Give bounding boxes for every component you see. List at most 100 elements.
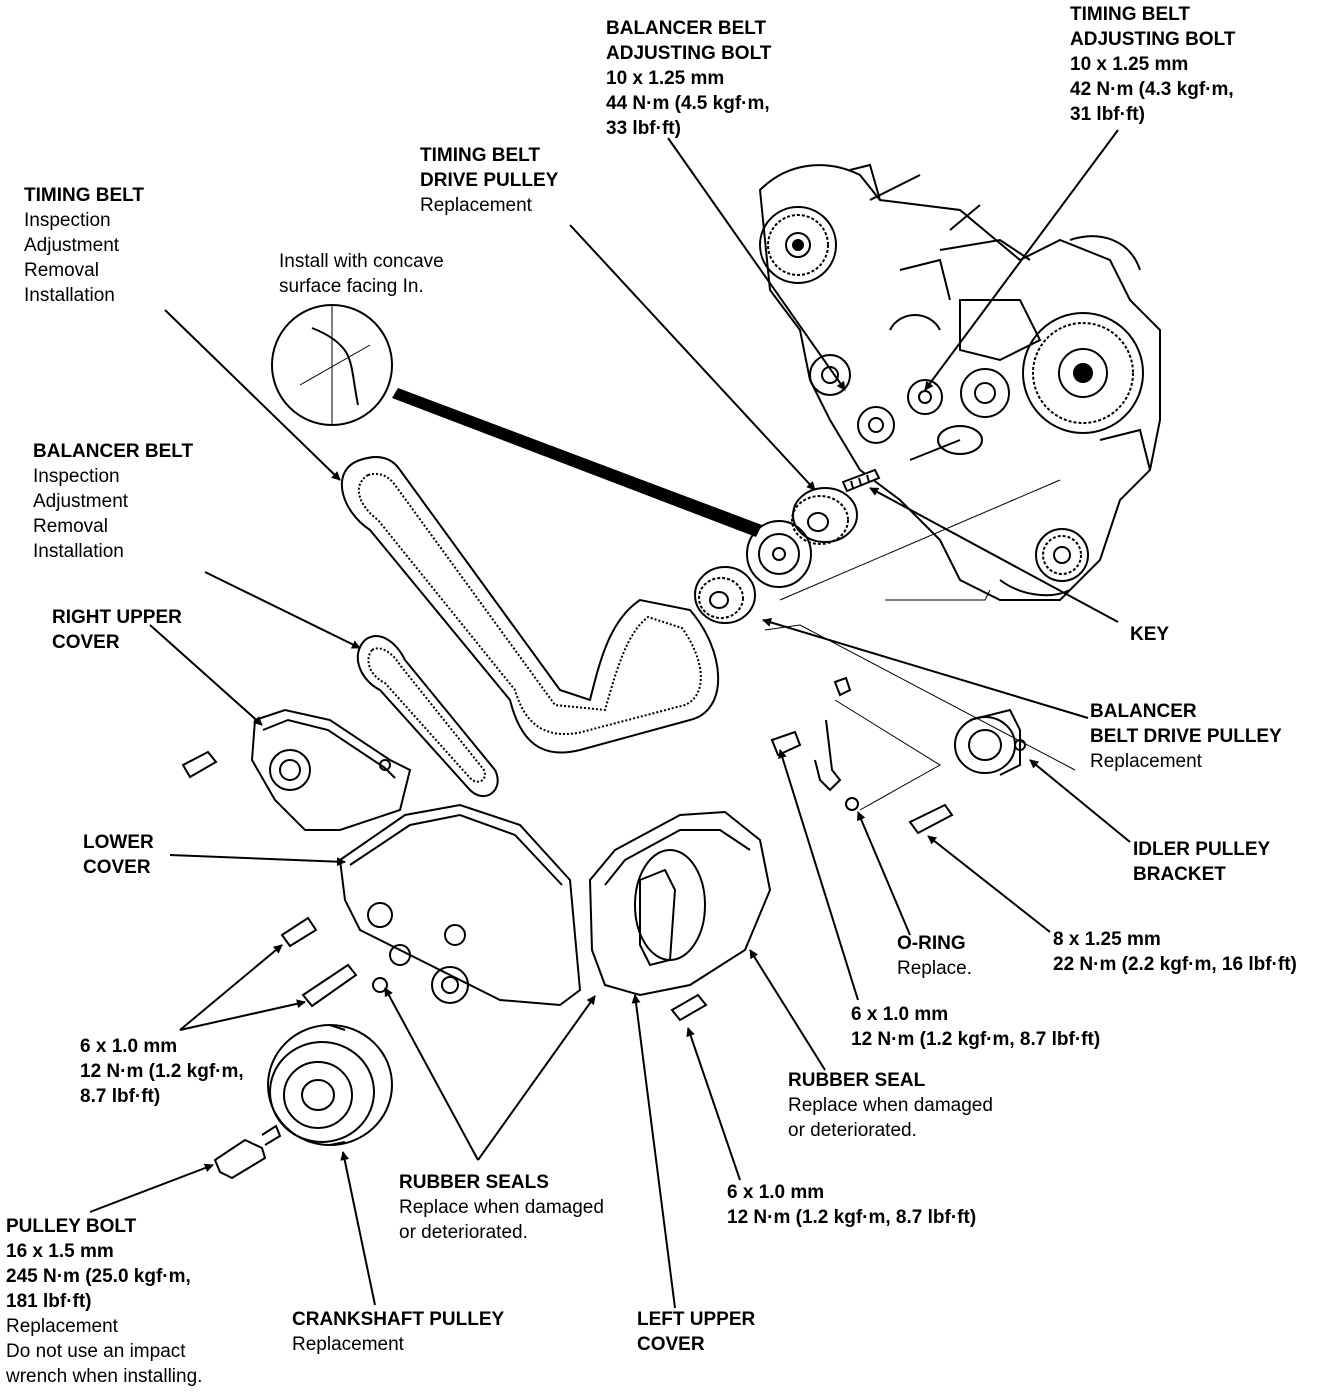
label-title: TIMING BELT (24, 185, 144, 206)
label-spec: 33 lbf·ft) (606, 118, 681, 139)
crankshaft-pulley-part (268, 1025, 392, 1145)
label-note: Replace when damaged (788, 1095, 993, 1116)
concave-inset (272, 305, 762, 537)
adjuster-assembly (772, 678, 858, 810)
label-note: Adjustment (33, 491, 129, 512)
left-upper-cover-part (590, 812, 770, 995)
o-ring-label: O-RING Replace. (897, 931, 972, 981)
timing-belt-adjusting-bolt-label: TIMING BELT ADJUSTING BOLT 10 x 1.25 mm … (1070, 2, 1235, 127)
idler-pulley-bracket-label: IDLER PULLEY BRACKET (1133, 837, 1270, 887)
label-note: Installation (33, 541, 124, 562)
lower-cover-bolts-spec-label: 6 x 1.0 mm 12 N·m (1.2 kgf·m, 8.7 lbf·ft… (80, 1034, 244, 1109)
label-title: TIMING BELT (1070, 4, 1190, 25)
label-title: ADJUSTING BOLT (606, 43, 772, 64)
label-spec: 10 x 1.25 mm (606, 68, 725, 89)
label-note: Installation (24, 285, 115, 306)
idler-pulley-bracket-part (955, 710, 1025, 775)
balancer-pulley-upper (760, 207, 836, 283)
lower-cover-bolts (282, 918, 387, 1006)
label-title: LEFT UPPER (637, 1309, 756, 1330)
label-title: BALANCER (1090, 701, 1197, 722)
label-note: Install with concave (279, 251, 444, 272)
right-upper-cover-part (252, 710, 410, 830)
label-spec: 31 lbf·ft) (1070, 104, 1145, 125)
left-upper-cover-label: LEFT UPPER COVER (637, 1307, 755, 1357)
label-title: RUBBER SEAL (788, 1070, 926, 1091)
lower-cover-part (340, 805, 580, 1005)
label-title: COVER (83, 857, 151, 878)
label-spec: 6 x 1.0 mm (851, 1004, 949, 1025)
label-title: PULLEY BOLT (6, 1216, 137, 1237)
label-title: CRANKSHAFT PULLEY (292, 1309, 505, 1330)
label-note: Do not use an impact (6, 1341, 186, 1362)
right-upper-cover-label: RIGHT UPPER COVER (52, 605, 182, 655)
key-part (843, 470, 879, 491)
label-title: BALANCER BELT (606, 18, 767, 39)
label-note: or deteriorated. (399, 1222, 528, 1243)
label-spec: 16 x 1.5 mm (6, 1241, 114, 1262)
label-spec: 8 x 1.25 mm (1053, 929, 1161, 950)
label-note: Replacement (1090, 751, 1202, 772)
label-title: LOWER (83, 832, 154, 853)
label-note: surface facing In. (279, 276, 424, 297)
label-title: DRIVE PULLEY (420, 170, 559, 191)
label-note: Removal (33, 516, 108, 537)
balancer-belt-drive-pulley-label: BALANCER BELT DRIVE PULLEY Replacement (1090, 699, 1282, 774)
label-spec: 12 N·m (1.2 kgf·m, 8.7 lbf·ft) (727, 1207, 977, 1228)
label-title: ADJUSTING BOLT (1070, 29, 1236, 50)
alignment-lines (765, 480, 1075, 810)
label-note: Replacement (292, 1334, 404, 1355)
label-note: Replacement (420, 195, 532, 216)
balancer-belt-drive-pulley-part (695, 567, 755, 623)
label-title: BRACKET (1133, 864, 1226, 885)
label-spec: 245 N·m (25.0 kgf·m, (6, 1266, 191, 1287)
timing-belt-label: TIMING BELT Inspection Adjustment Remova… (24, 183, 144, 308)
engine-block (760, 165, 1160, 600)
left-upper-cover-bolt (672, 995, 706, 1020)
label-spec: 22 N·m (2.2 kgf·m, 16 lbf·ft) (1053, 954, 1297, 975)
label-spec: 44 N·m (4.5 kgf·m, (606, 93, 770, 114)
crankshaft-pulley-label: CRANKSHAFT PULLEY Replacement (292, 1307, 504, 1357)
timing-belt-drive-pulley-label: TIMING BELT DRIVE PULLEY Replacement (420, 143, 558, 218)
label-title: TIMING BELT (420, 145, 540, 166)
key-label: KEY (1130, 622, 1169, 647)
label-spec: 10 x 1.25 mm (1070, 54, 1189, 75)
label-note: Replacement (6, 1316, 118, 1337)
label-title: RIGHT UPPER (52, 607, 182, 628)
balancer-belt-label: BALANCER BELT Inspection Adjustment Remo… (33, 439, 193, 564)
left-cover-bolt-spec-label: 6 x 1.0 mm 12 N·m (1.2 kgf·m, 8.7 lbf·ft… (727, 1180, 976, 1230)
timing-belt-drive-pulley (792, 488, 857, 544)
label-note: Adjustment (24, 235, 120, 256)
pulley-bolt-label: PULLEY BOLT 16 x 1.5 mm 245 N·m (25.0 kg… (6, 1214, 202, 1389)
label-note: Replace. (897, 958, 972, 979)
label-note: Inspection (24, 210, 111, 231)
label-note: or deteriorated. (788, 1120, 917, 1141)
rubber-seal-label: RUBBER SEAL Replace when damaged or dete… (788, 1068, 993, 1143)
label-title: KEY (1130, 624, 1170, 645)
label-title: BALANCER BELT (33, 441, 194, 462)
right-upper-cover-bolt (183, 752, 216, 777)
lower-cover-label: LOWER COVER (83, 830, 154, 880)
label-note: wrench when installing. (6, 1366, 203, 1387)
label-spec: 42 N·m (4.3 kgf·m, (1070, 79, 1234, 100)
label-title: RUBBER SEALS (399, 1172, 549, 1193)
idler-bolt-spec-label: 8 x 1.25 mm 22 N·m (2.2 kgf·m, 16 lbf·ft… (1053, 927, 1297, 977)
concave-note-label: Install with concave surface facing In. (279, 249, 444, 299)
label-note: Removal (24, 260, 99, 281)
balancer-belt (358, 636, 498, 796)
pulley-bolt-part (215, 1126, 280, 1178)
label-title: IDLER PULLEY (1133, 839, 1271, 860)
label-spec: 6 x 1.0 mm (80, 1036, 178, 1057)
label-spec: 181 lbf·ft) (6, 1291, 92, 1312)
camshaft-pulley (1023, 313, 1143, 433)
label-title: O-RING (897, 933, 966, 954)
engine-tensioners (810, 355, 1009, 460)
label-note: Replace when damaged (399, 1197, 604, 1218)
label-title: BELT DRIVE PULLEY (1090, 726, 1282, 747)
label-title: COVER (637, 1334, 705, 1355)
label-spec: 6 x 1.0 mm (727, 1182, 825, 1203)
label-spec: 12 N·m (1.2 kgf·m, 8.7 lbf·ft) (851, 1029, 1101, 1050)
right-bolt-spec-label: 6 x 1.0 mm 12 N·m (1.2 kgf·m, 8.7 lbf·ft… (851, 1002, 1100, 1052)
label-title: COVER (52, 632, 120, 653)
label-spec: 8.7 lbf·ft) (80, 1086, 161, 1107)
